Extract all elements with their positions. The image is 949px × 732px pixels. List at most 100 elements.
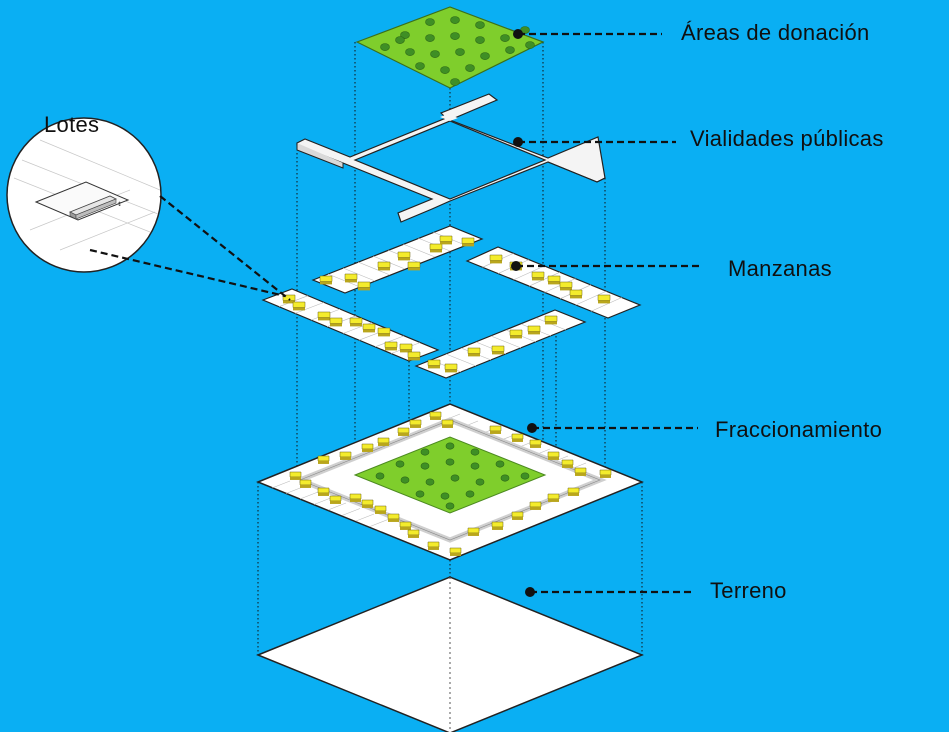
house-icon bbox=[344, 273, 358, 280]
tree-icon bbox=[465, 64, 475, 72]
tree-icon bbox=[480, 52, 490, 60]
layer-fraccionamiento bbox=[256, 403, 644, 561]
house-icon bbox=[349, 317, 363, 324]
leader-lines bbox=[89, 32, 702, 594]
house-icon bbox=[317, 311, 331, 318]
tree-icon bbox=[470, 462, 480, 470]
tree-icon bbox=[500, 474, 510, 482]
tree-icon bbox=[450, 32, 460, 40]
house-icon bbox=[547, 451, 560, 458]
house-icon bbox=[399, 343, 413, 350]
house-icon bbox=[574, 467, 587, 474]
house-icon bbox=[559, 281, 573, 288]
house-icon bbox=[599, 469, 612, 476]
tree-icon bbox=[405, 48, 415, 56]
house-icon bbox=[377, 327, 391, 334]
label-vialidades-publicas: Vialidades públicas bbox=[690, 126, 884, 151]
tree-icon bbox=[380, 43, 390, 51]
house-icon bbox=[427, 541, 440, 548]
tree-icon bbox=[425, 18, 435, 26]
house-icon bbox=[397, 251, 411, 258]
house-icon bbox=[489, 425, 502, 432]
subdivision-houses bbox=[289, 411, 612, 556]
house-icon bbox=[467, 527, 480, 534]
house-icon bbox=[441, 419, 454, 426]
subdivision-trees bbox=[375, 442, 530, 510]
label-fraccionamiento: Fraccionamiento bbox=[715, 417, 883, 442]
tree-icon bbox=[425, 478, 435, 486]
house-icon bbox=[377, 437, 390, 444]
tree-icon bbox=[520, 472, 530, 480]
block-houses bbox=[282, 235, 611, 373]
house-icon bbox=[597, 294, 611, 301]
house-icon bbox=[567, 487, 580, 494]
house-icon bbox=[407, 529, 420, 536]
label-manzanas: Manzanas bbox=[728, 256, 832, 281]
tree-icon bbox=[420, 448, 430, 456]
house-icon bbox=[299, 479, 312, 486]
land-slab bbox=[256, 576, 644, 732]
house-icon bbox=[511, 433, 524, 440]
tree-icon bbox=[505, 46, 515, 54]
label-lotes: Lotes bbox=[44, 112, 100, 137]
house-icon bbox=[531, 271, 545, 278]
house-icon bbox=[349, 493, 362, 500]
house-icon bbox=[397, 427, 410, 434]
tree-icon bbox=[415, 490, 425, 498]
house-icon bbox=[529, 501, 542, 508]
tree-icon bbox=[455, 48, 465, 56]
house-icon bbox=[444, 363, 458, 370]
subdivision-green-area bbox=[353, 436, 547, 514]
house-icon bbox=[357, 281, 371, 288]
house-icon bbox=[529, 439, 542, 446]
house-icon bbox=[289, 471, 302, 478]
house-icon bbox=[544, 315, 558, 322]
tree-icon bbox=[430, 50, 440, 58]
house-icon bbox=[491, 345, 505, 352]
tree-icon bbox=[400, 476, 410, 484]
house-icon bbox=[467, 347, 481, 354]
house-icon bbox=[377, 261, 391, 268]
house-icon bbox=[439, 235, 453, 242]
tree-icon bbox=[375, 472, 385, 480]
tree-icon bbox=[450, 16, 460, 24]
tree-icon bbox=[440, 492, 450, 500]
tree-icon bbox=[465, 490, 475, 498]
house-icon bbox=[461, 237, 475, 244]
donation-green-area bbox=[355, 6, 545, 89]
tree-icon bbox=[445, 458, 455, 466]
house-icon bbox=[317, 455, 330, 462]
block-north bbox=[311, 225, 484, 294]
tree-icon bbox=[450, 474, 460, 482]
house-icon bbox=[449, 547, 462, 554]
house-icon bbox=[547, 275, 561, 282]
block-south bbox=[414, 309, 587, 379]
leader-dots bbox=[511, 29, 537, 597]
layer-manzanas bbox=[261, 225, 642, 379]
tree-icon bbox=[500, 34, 510, 42]
house-icon bbox=[547, 493, 560, 500]
house-icon bbox=[491, 521, 504, 528]
svg-text:↕: ↕ bbox=[117, 201, 122, 208]
tree-icon bbox=[525, 41, 535, 49]
house-icon bbox=[329, 317, 343, 324]
tree-icon bbox=[475, 478, 485, 486]
house-icon bbox=[292, 301, 306, 308]
house-icon bbox=[399, 521, 412, 528]
tree-icon bbox=[445, 442, 455, 450]
tree-icon bbox=[395, 36, 405, 44]
house-icon bbox=[362, 323, 376, 330]
house-icon bbox=[511, 511, 524, 518]
tree-icon bbox=[470, 448, 480, 456]
tree-icon bbox=[440, 66, 450, 74]
house-icon bbox=[561, 459, 574, 466]
donation-trees bbox=[380, 16, 535, 86]
house-icon bbox=[329, 495, 342, 502]
house-icon bbox=[409, 419, 422, 426]
label-areas-donacion: Áreas de donación bbox=[681, 20, 870, 45]
house-icon bbox=[361, 443, 374, 450]
label-terreno: Terreno bbox=[710, 578, 787, 603]
house-icon bbox=[319, 275, 333, 282]
house-icon bbox=[384, 341, 398, 348]
